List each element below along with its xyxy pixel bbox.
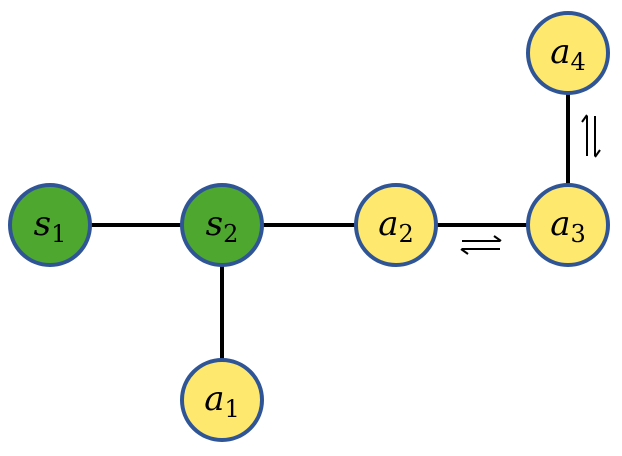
node-a2-label: a [378, 204, 398, 244]
node-s1-circle [8, 183, 92, 267]
bidirectional-arrow-a2-a3 [460, 235, 502, 255]
svg-text:a2: a2 [378, 204, 414, 248]
node-a3-circle [526, 183, 610, 267]
node-a4-label: a [550, 32, 570, 72]
svg-text:s1: s1 [34, 204, 67, 248]
node-a2-subscript: 2 [399, 220, 414, 248]
svg-text:a1: a1 [204, 379, 240, 423]
svg-text:a4: a4 [550, 32, 586, 76]
svg-text:a3: a3 [550, 204, 586, 248]
node-s1-label: s [34, 204, 51, 244]
node-s2-label: s [206, 204, 223, 244]
node-a3-label: a [550, 204, 570, 244]
node-a3: a3 [526, 183, 610, 267]
bidirectional-arrow-a3-a4 [581, 114, 601, 158]
node-a4: a4 [526, 11, 610, 95]
svg-text:s2: s2 [206, 204, 239, 248]
node-s1: s1 [8, 183, 92, 267]
node-a2: a2 [354, 183, 438, 267]
node-a1-label: a [204, 379, 224, 419]
node-s2: s2 [180, 183, 264, 267]
node-s2-circle [180, 183, 264, 267]
node-a1: a1 [180, 358, 264, 442]
node-a4-subscript: 4 [571, 48, 586, 76]
node-a4-circle [526, 11, 610, 95]
node-a1-circle [180, 358, 264, 442]
node-a3-subscript: 3 [571, 220, 586, 248]
node-a2-circle [354, 183, 438, 267]
node-a1-subscript: 1 [225, 395, 240, 423]
node-s2-subscript: 2 [223, 220, 238, 248]
node-s1-subscript: 1 [51, 220, 66, 248]
